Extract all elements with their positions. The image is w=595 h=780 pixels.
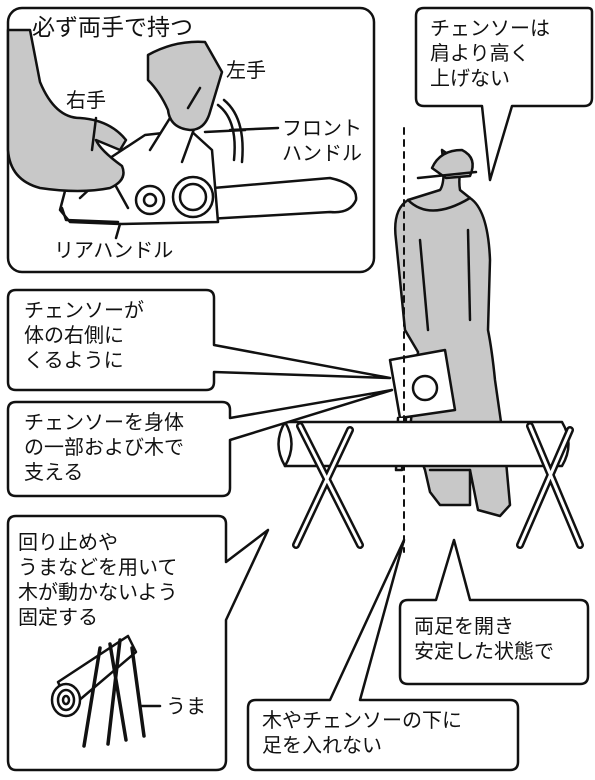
sawhorse-drawing <box>50 634 162 748</box>
under-text: 木やチェンソーの下に 足を入れない <box>262 708 462 757</box>
support-bubble <box>6 388 394 498</box>
feet-bubble <box>398 538 590 686</box>
left-hand-glove <box>146 40 224 132</box>
left-hand-label: 左手 <box>226 58 266 82</box>
fix-text: 回り止めや うまなどを用いて 木が動かないよう 固定する <box>18 530 178 629</box>
feet-text: 両足を開き 安定した状態で <box>414 614 554 663</box>
shoulder-bubble <box>414 6 594 182</box>
log <box>277 420 570 468</box>
right-hand-label: 右手 <box>66 88 106 112</box>
sawhorse-label: うま <box>166 694 206 718</box>
front-handle-label: フロント ハンドル <box>282 116 362 165</box>
right-hand-glove <box>6 28 128 193</box>
right-side-text: チェンソーが 体の右側に くるように <box>24 298 144 372</box>
shoulder-text: チェンソーは 肩より高く 上げない <box>430 16 550 90</box>
under-bubble <box>246 538 520 772</box>
rear-handle-label: リアハンドル <box>54 238 174 262</box>
support-text: チェンソーを身体 の一部および木で 支える <box>24 410 184 484</box>
sawhorse-legs <box>292 422 584 549</box>
right-side-bubble <box>6 288 392 392</box>
hold-title: 必ず両手で持つ <box>32 15 193 41</box>
